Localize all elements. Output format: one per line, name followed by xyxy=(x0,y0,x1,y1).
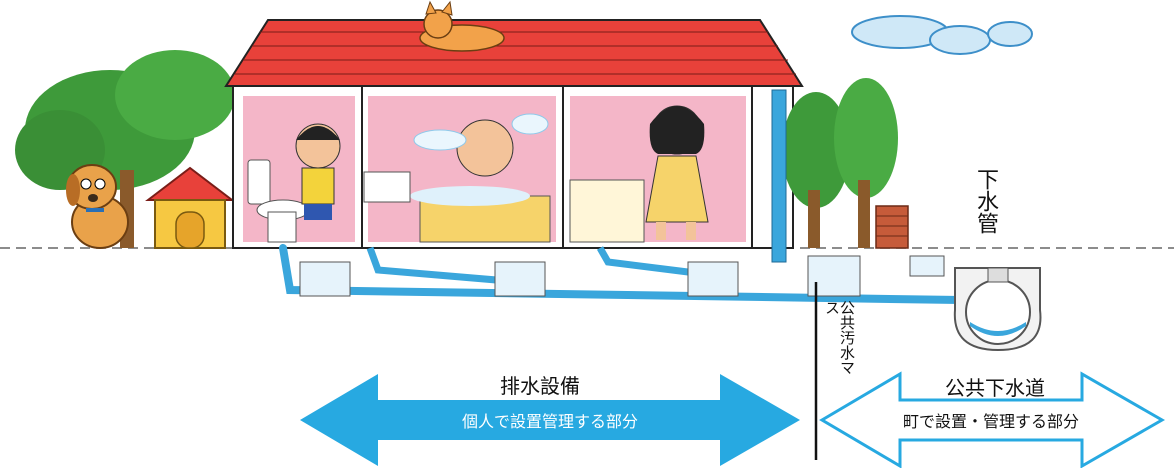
public-sewage-basin xyxy=(807,255,861,297)
private-basin xyxy=(494,261,546,297)
private-area-arrow xyxy=(300,374,800,466)
private-basin xyxy=(687,261,739,297)
private-area-title: 排水設備 xyxy=(500,374,580,398)
drain-pipes xyxy=(279,244,1014,326)
person-boy-icon xyxy=(295,123,341,220)
person-mother-icon xyxy=(645,105,709,240)
public-area-description: 町で設置・管理する部分 xyxy=(902,412,1079,431)
downspout-pipe xyxy=(771,89,787,263)
cat-icon xyxy=(419,0,505,52)
public-sewage-basin-label: 公共汚水マス xyxy=(823,300,856,375)
public-area-arrow xyxy=(819,371,1166,468)
dog-icon xyxy=(66,164,129,249)
person-father-icon xyxy=(413,113,549,177)
chimney-icon xyxy=(875,205,909,249)
doghouse-icon xyxy=(145,166,235,249)
cloud-icon xyxy=(851,15,1033,55)
manhole-icon xyxy=(953,267,1042,352)
private-area-description: 個人で設置管理する部分 xyxy=(461,412,638,431)
public-area-title: 公共下水道 xyxy=(945,376,1045,400)
tree-icon xyxy=(782,78,898,248)
sewer-pipe-label: 下水管 xyxy=(973,168,998,234)
private-basin xyxy=(299,261,351,297)
